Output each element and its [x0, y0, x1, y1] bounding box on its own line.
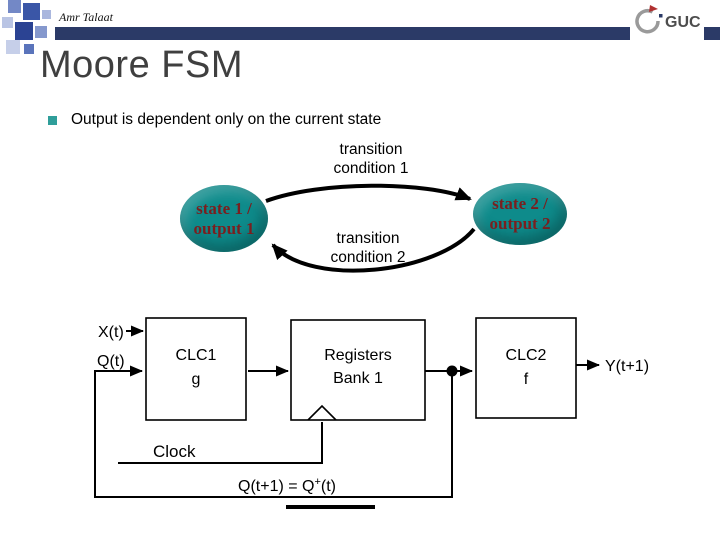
transition-1-label-line2: condition 1: [333, 160, 409, 177]
state-2-node: state 2 / output 2: [473, 183, 567, 245]
transition-2-arrow: [271, 227, 476, 273]
clock-edge-triangle-icon: [307, 404, 337, 421]
state-1-label-line2: output 1: [193, 218, 255, 238]
guc-logo: GUC: [630, 3, 704, 42]
clc1-box: [145, 317, 247, 421]
registers-box: [290, 319, 426, 421]
state-1-node: state 1 / output 1: [180, 185, 268, 252]
mosaic-square: [42, 10, 51, 19]
logo-red-accent-icon: [649, 5, 658, 12]
logo-swirl-icon: [635, 8, 660, 34]
state-2-label-line2: output 2: [489, 214, 551, 233]
registers-label-line1: Registers: [324, 347, 392, 364]
corner-mosaic-decoration: [0, 0, 60, 60]
transition-1-label: transition condition 1: [309, 140, 433, 178]
q-input-label: Q(t): [97, 353, 125, 370]
mosaic-square: [15, 22, 33, 40]
mosaic-square: [35, 26, 47, 38]
junction-dot: [446, 365, 458, 377]
feedback-eq-base: Q(t+1) = Q: [238, 478, 314, 495]
registers-label-line2: Bank 1: [333, 370, 383, 387]
bullet-text: Output is dependent only on the current …: [71, 111, 382, 128]
bullet-item: Output is dependent only on the current …: [48, 111, 381, 129]
mosaic-square: [8, 0, 21, 13]
transition-2-label: transition condition 2: [306, 229, 430, 267]
mosaic-square: [23, 3, 40, 20]
feedback-equation-label: Q(t+1) = Q+(t): [238, 476, 336, 495]
feedback-wire: [94, 365, 453, 498]
y-output-label: Y(t+1): [605, 358, 649, 375]
mosaic-square: [6, 40, 20, 54]
feedback-eq-superscript: +: [314, 476, 320, 488]
guc-logo-graphic: GUC: [635, 5, 701, 34]
logo-text: GUC: [665, 14, 701, 31]
state-1-label-line1: state 1 /: [196, 198, 252, 218]
mosaic-square: [2, 17, 13, 28]
clc2-box: [475, 317, 577, 419]
transition-2-label-line2: condition 2: [330, 249, 406, 266]
clc1-label-line2: g: [192, 371, 201, 388]
clock-label: Clock: [153, 442, 196, 461]
mosaic-square: [24, 44, 34, 54]
transition-1-arrow: [265, 183, 472, 203]
clc1-label-line1: CLC1: [176, 347, 217, 364]
transition-1-label-line1: transition: [339, 141, 403, 158]
logo-blue-accent-icon: [659, 14, 663, 18]
transition-2-label-line1: transition: [336, 230, 400, 247]
feedback-eq-rest: (t): [321, 478, 336, 495]
clc2-label-line1: CLC2: [506, 347, 547, 364]
bottom-rule: [286, 505, 375, 509]
clock-wire: [118, 422, 323, 464]
header-bar: [55, 27, 720, 40]
x-input-label: X(t): [98, 324, 124, 341]
clc2-label-line2: f: [524, 371, 529, 388]
state-2-label-line1: state 2 /: [492, 194, 548, 213]
slide-title: Moore FSM: [40, 44, 243, 86]
bullet-square-icon: [48, 115, 57, 125]
author-name: Amr Talaat: [59, 10, 113, 24]
